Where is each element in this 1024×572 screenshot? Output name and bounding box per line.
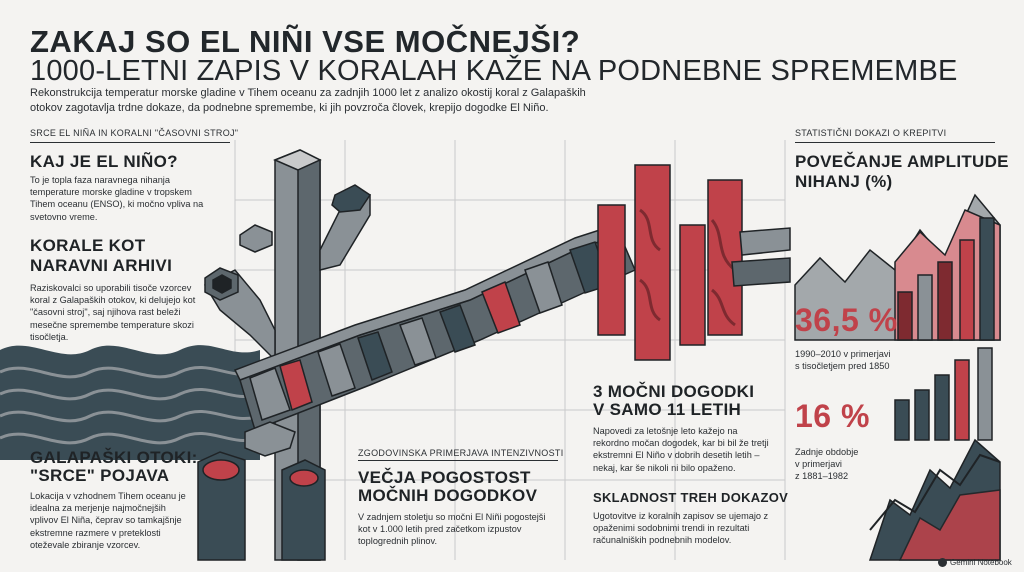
intro-text: Rekonstrukcija temperatur morske gladine… xyxy=(30,87,586,114)
galapagos-body: Lokacija v vzhodnem Tihem oceanu je idea… xyxy=(30,491,186,550)
section-label-right: STATISTIČNI DOKAZI O KREPITVI xyxy=(795,128,947,138)
corals-heading-line2: NARAVNI ARHIVI xyxy=(30,256,173,275)
stat-recent-desc-line1: Zadnje obdobje xyxy=(795,447,859,457)
logo-text: Gemini Notebook xyxy=(950,558,1012,567)
corals-body: Raziskovalci so uporabili tisoče vzorcev… xyxy=(30,283,196,342)
amplitude-heading-line2: NIHANJ (%) xyxy=(795,172,893,191)
coral-base xyxy=(197,421,326,561)
galapagos-heading-line2: "SRCE" POJAVA xyxy=(30,466,170,485)
coral-branch xyxy=(233,224,636,431)
logo-icon xyxy=(938,558,947,567)
frequency-heading-line1: VEČJA POGOSTOST xyxy=(358,468,531,487)
frequency-heading-line2: MOČNIH DOGODKOV xyxy=(358,486,538,505)
notebook-logo: Gemini Notebook xyxy=(938,558,1012,567)
stat-recent-desc-line2: v primerjavi xyxy=(795,459,842,469)
stat-recent-desc-line3: z 1881–1982 xyxy=(795,471,849,481)
frequency-body: V zadnjem stoletju so močni El Niñi pogo… xyxy=(358,512,546,547)
stat-recent-value: 16 % xyxy=(795,398,870,434)
events-heading-line1: 3 MOČNI DOGODKI xyxy=(593,382,755,401)
divider-right xyxy=(795,142,995,143)
consistency-body: Ugotovitve iz koralnih zapisov se ujemaj… xyxy=(593,511,769,546)
events-body: Napovedi za letošnje leto kažejo na reko… xyxy=(593,426,769,473)
ocean-waves xyxy=(0,345,261,460)
elnino-heading: KAJ JE EL NIÑO? xyxy=(30,152,178,171)
events-heading-line2: V SAMO 11 LETIH xyxy=(593,400,742,419)
stat-amplitude-value: 36,5 % xyxy=(795,302,898,338)
corals-heading-line1: KORALE KOT xyxy=(30,236,146,255)
divider-middle xyxy=(358,460,558,461)
page-title: ZAKAJ SO EL NIÑI VSE MOČNEJŠI? xyxy=(30,24,581,59)
amplitude-heading-line1: POVEČANJE AMPLITUDE xyxy=(795,152,1009,171)
divider-left xyxy=(30,142,230,143)
stat-amplitude-desc-line1: 1990–2010 v primerjavi xyxy=(795,349,891,359)
galapagos-heading-line1: GALAPAŠKI OTOKI: xyxy=(30,448,198,467)
section-label-middle: ZGODOVINSKA PRIMERJAVA INTENZIVNOSTI xyxy=(358,448,564,458)
consistency-heading: SKLADNOST TREH DOKAZOV xyxy=(593,490,789,505)
page-subtitle: 1000-LETNI ZAPIS V KORALAH KAŽE NA PODNE… xyxy=(30,55,958,87)
elnino-body: To je topla faza naravnega nihanja tempe… xyxy=(30,175,204,222)
red-coral-cluster xyxy=(597,164,791,361)
stat-amplitude-desc-line2: s tisočletjem pred 1850 xyxy=(795,361,890,371)
section-label-left: SRCE EL NIÑA IN KORALNI "ČASOVNI STROJ" xyxy=(30,128,239,138)
right-chart-graphic xyxy=(794,193,1001,561)
